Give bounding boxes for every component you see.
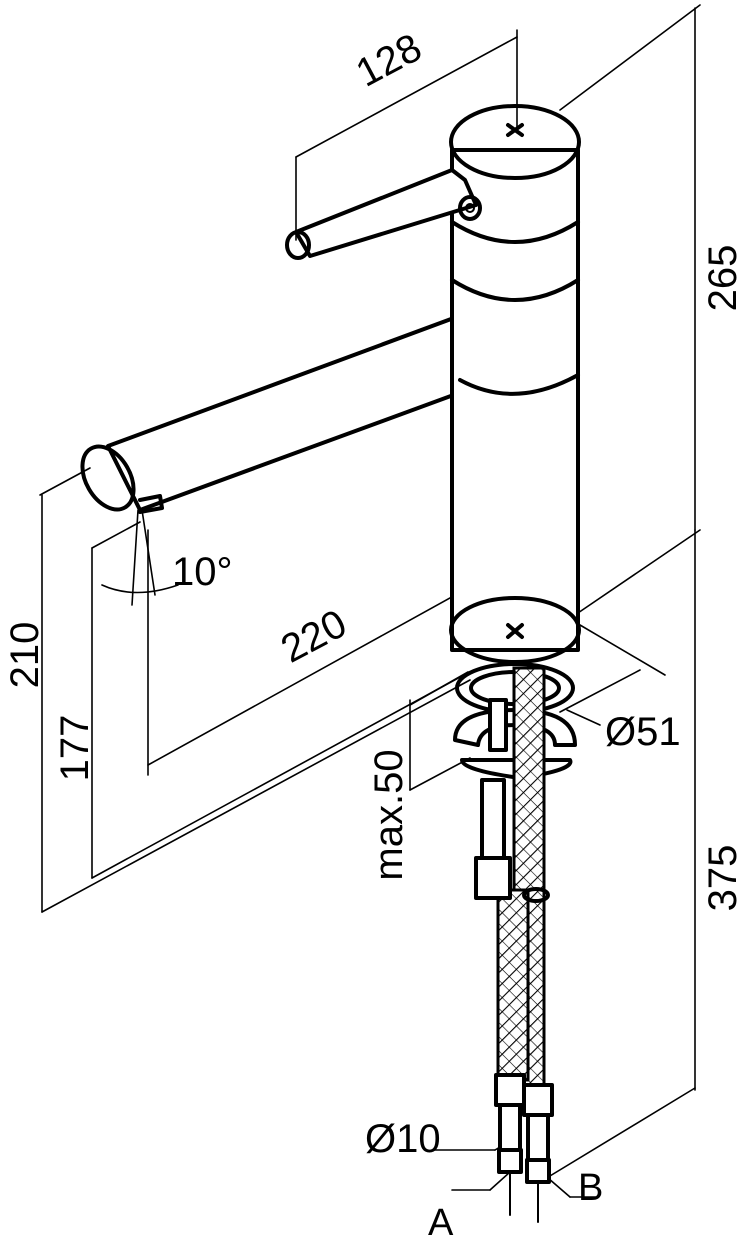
dimension-hose-diameter: Ø10 — [365, 1117, 441, 1161]
connection-label-a: A — [428, 1202, 454, 1244]
dimension-lines — [39, 4, 701, 1198]
spout — [80, 310, 510, 514]
dimension-angle: 10° — [172, 550, 233, 594]
dimension-375: 375 — [701, 845, 745, 912]
lever-handle — [285, 168, 482, 260]
dimension-177: 177 — [53, 715, 97, 782]
faucet-body — [449, 104, 581, 664]
dimension-max-thickness: max.50 — [367, 749, 411, 880]
connection-label-b: B — [578, 1167, 603, 1209]
dimension-128: 128 — [349, 25, 429, 95]
dimension-210: 210 — [3, 622, 47, 689]
dimension-265: 265 — [701, 245, 745, 312]
dimension-base-diameter: Ø51 — [605, 710, 681, 754]
dimension-220: 220 — [274, 601, 354, 671]
supply-hoses — [474, 666, 554, 1223]
